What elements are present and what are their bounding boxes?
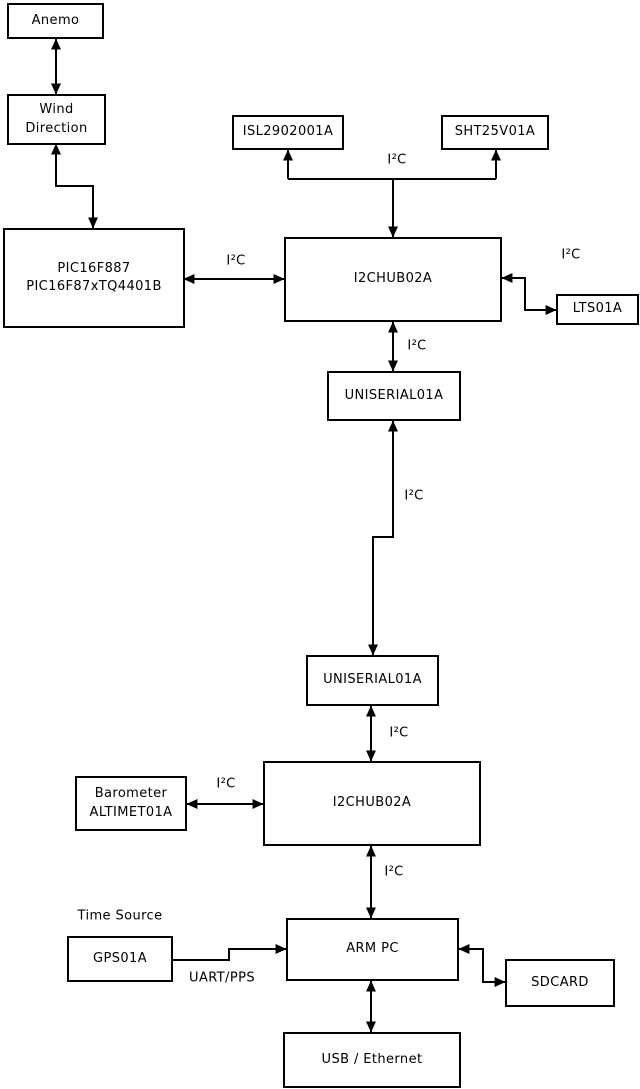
label-i2c-hub-armpc: I²C [384,864,404,880]
node-gps01a: GPS01A [67,936,173,982]
label-i2c-hub-uniserial-top: I²C [407,338,427,354]
node-pic16f887: PIC16F887 PIC16F87xTQ4401B [3,228,185,328]
node-i2chub02a-top: I2CHUB02A [284,237,502,322]
edge-uniserial-uniserial [368,420,398,656]
node-isl2902001a: ISL2902001A [232,115,344,150]
node-lts01a: LTS01A [556,294,639,325]
edge-armpc-sdcard [458,944,506,987]
node-barometer-altimet01a: Barometer ALTIMET01A [75,776,187,831]
node-usb-ethernet: USB / Ethernet [283,1032,461,1088]
node-arm-pc: ARM PC [286,918,459,981]
node-wind-direction: Wind Direction [7,94,106,145]
label-uart-pps: UART/PPS [189,970,255,986]
label-time-source: Time Source [77,908,163,924]
node-sdcard: SDCARD [505,959,615,1007]
node-anemo: Anemo [7,3,104,39]
label-i2c-uniserial-hub-bottom: I²C [389,725,409,741]
node-i2chub02a-bottom: I2CHUB02A [263,761,481,846]
edge-i2chubtop-lts [501,273,557,315]
node-sht25v01a: SHT25V01A [441,115,549,150]
label-i2c-uniserial-link: I²C [404,488,424,504]
edge-winddirection-pic [51,143,98,229]
label-i2c-hub-lts: I²C [561,247,581,263]
label-i2c-sensor-branch: I²C [387,152,407,168]
label-i2c-barometer-hub: I²C [216,776,236,792]
node-uniserial01a-bottom: UNISERIAL01A [306,655,439,706]
edge-gps-armpc [173,944,287,961]
node-uniserial01a-top: UNISERIAL01A [327,371,461,421]
label-i2c-pic-hub: I²C [226,253,246,269]
